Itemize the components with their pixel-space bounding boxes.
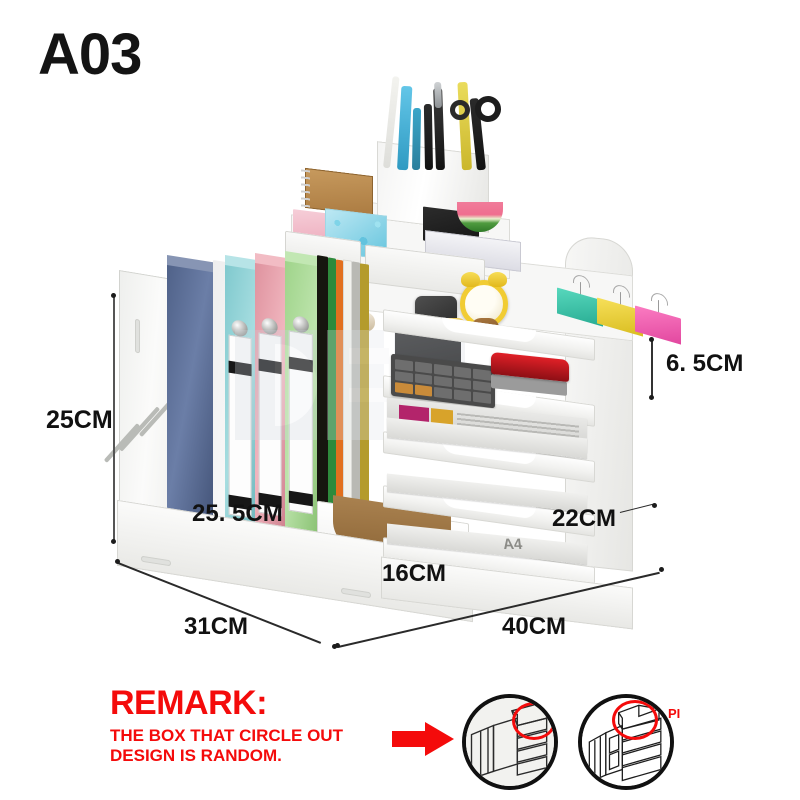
- ventilation-slot: [118, 406, 161, 452]
- a4-marking: A4: [501, 535, 524, 554]
- binder-label: [258, 317, 282, 517]
- calc-key: [414, 384, 433, 397]
- dim-endpoint: [652, 503, 657, 508]
- calc-key: [395, 370, 413, 383]
- clock-bell-right: [488, 272, 507, 287]
- olive-book: [360, 263, 369, 533]
- label-bar: [288, 490, 314, 507]
- dimension-label-25-5cm: 25. 5CM: [192, 500, 283, 527]
- binder-label: [288, 315, 314, 515]
- remark-thumbnail-photo: [462, 694, 558, 790]
- label-bar: [288, 356, 314, 373]
- teal-pen: [412, 107, 422, 171]
- highlight-circle: [512, 702, 554, 740]
- black-book: [317, 255, 328, 543]
- dimension-label-25cm: 25CM: [46, 406, 113, 434]
- dimension-label-6-5cm: 6. 5CM: [666, 350, 744, 377]
- model-code-label: A03: [38, 22, 142, 87]
- remark-line-2: DESIGN IS RANDOM.: [110, 746, 282, 765]
- dimension-label-22cm: 22CM: [552, 505, 617, 532]
- dimension-label-16cm: 16CM: [382, 560, 447, 587]
- binder-label: [228, 319, 252, 519]
- thumbnail-caption: PI: [668, 706, 681, 721]
- dim-endpoint: [659, 567, 664, 572]
- calc-key: [414, 361, 433, 374]
- green-binder: [285, 251, 317, 554]
- dimension-label-31cm: 31CM: [184, 613, 249, 640]
- calc-key: [434, 375, 452, 388]
- dim-endpoint: [332, 644, 337, 649]
- dim-endpoint: [111, 539, 116, 544]
- clip-flap: [635, 305, 681, 345]
- calc-key: [395, 359, 413, 371]
- highlight-circle: [612, 700, 658, 740]
- red-right-arrow-icon: [392, 722, 454, 756]
- dimension-line-tray-gap: [651, 340, 653, 398]
- black-pen-1: [423, 103, 433, 171]
- clip-pink: [635, 299, 681, 345]
- white-book: [343, 259, 352, 537]
- dim-endpoint: [335, 643, 340, 648]
- dimension-line-height: [113, 296, 115, 542]
- calc-key: [473, 380, 491, 393]
- calc-key: [473, 368, 491, 381]
- remark-title: REMARK:: [110, 684, 268, 722]
- calc-key: [414, 373, 433, 386]
- silver-pen: [434, 81, 442, 109]
- label-bar: [228, 360, 252, 377]
- arrow-head: [425, 722, 454, 756]
- calc-key: [473, 392, 491, 404]
- notebook-spiral: [301, 169, 310, 211]
- calculator-keys: [395, 359, 491, 404]
- calc-key: [453, 389, 472, 402]
- remark-thumbnail-drawing: [578, 694, 674, 790]
- slot-hole: [135, 318, 140, 354]
- dim-endpoint: [115, 559, 120, 564]
- calc-key: [453, 366, 472, 379]
- scissors-handle-2: [450, 100, 470, 120]
- dimension-label-40cm: 40CM: [502, 613, 567, 640]
- calc-key: [395, 382, 413, 395]
- remark-line-1: THE BOX THAT CIRCLE OUT: [110, 726, 343, 745]
- dim-endpoint: [649, 395, 654, 400]
- arrow-shaft: [392, 731, 428, 747]
- calc-key: [453, 377, 472, 390]
- calc-key: [434, 363, 452, 376]
- calc-key: [434, 387, 452, 400]
- dim-endpoint: [649, 337, 654, 342]
- label-bar: [258, 358, 282, 375]
- clock-bell-left: [461, 272, 480, 287]
- grey-book: [352, 261, 360, 535]
- dim-endpoint: [111, 293, 116, 298]
